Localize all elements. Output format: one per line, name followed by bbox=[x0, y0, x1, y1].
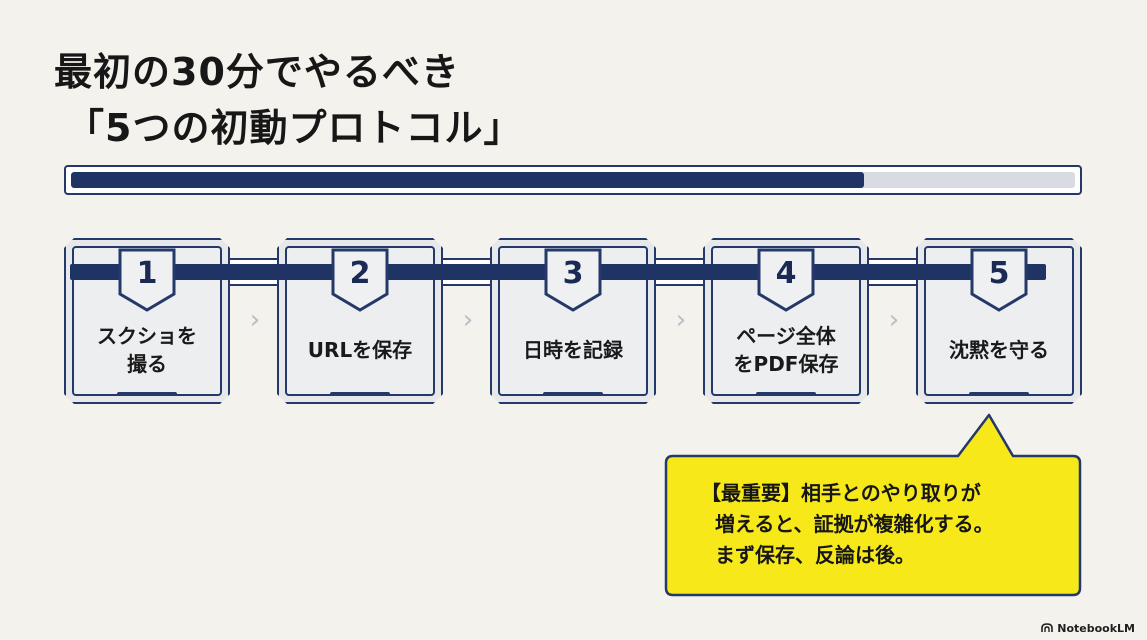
chevron-right-icon: › bbox=[888, 305, 900, 335]
card-accent bbox=[756, 392, 816, 396]
badge-shield-icon bbox=[118, 248, 176, 312]
step-label-4: ページ全体 をPDF保存 bbox=[733, 324, 839, 376]
title-line-1: 最初の30分でやるべき bbox=[54, 50, 460, 94]
callout-bubble bbox=[664, 413, 1082, 597]
chevron-right-icon: › bbox=[675, 305, 687, 335]
card-accent bbox=[117, 392, 177, 396]
step-number: 1 bbox=[136, 256, 158, 291]
chevron-right-icon: › bbox=[249, 305, 261, 335]
callout-line-3: まず保存、反論は後。 bbox=[715, 543, 915, 567]
step-number: 2 bbox=[349, 256, 371, 291]
step-number: 3 bbox=[562, 256, 584, 291]
chevron-right-icon: › bbox=[462, 305, 474, 335]
step-label-5: 沈黙を守る bbox=[949, 338, 1049, 362]
progress-fill bbox=[71, 172, 865, 188]
step-label-1: スクショを 撮る bbox=[97, 324, 197, 376]
step-badge-3: 3 bbox=[544, 248, 602, 312]
step-badge-1: 1 bbox=[118, 248, 176, 312]
card-accent bbox=[330, 392, 390, 396]
step-number: 5 bbox=[988, 256, 1010, 291]
callout-line-2: 増えると、証拠が複雑化する。 bbox=[715, 512, 994, 536]
step-number: 4 bbox=[775, 256, 797, 291]
badge-shield-icon bbox=[331, 248, 389, 312]
brand-name: NotebookLM bbox=[1057, 621, 1135, 635]
callout-line-1: 【最重要】相手とのやり取りが bbox=[701, 481, 981, 505]
step-label-3: 日時を記録 bbox=[523, 338, 623, 362]
page-title: 最初の30分でやるべき 「5つの初動プロトコル」 bbox=[54, 44, 522, 156]
notebooklm-logo-icon bbox=[1041, 623, 1054, 632]
badge-shield-icon bbox=[544, 248, 602, 312]
title-line-2: 「5つの初動プロトコル」 bbox=[66, 106, 523, 150]
step-badge-4: 4 bbox=[757, 248, 815, 312]
card-accent bbox=[543, 392, 603, 396]
top-progress-bar bbox=[64, 165, 1082, 195]
badge-shield-icon bbox=[757, 248, 815, 312]
progress-track bbox=[71, 172, 1075, 188]
step-label-2: URLを保存 bbox=[307, 338, 413, 362]
step-badge-2: 2 bbox=[331, 248, 389, 312]
badge-shield-icon bbox=[970, 248, 1028, 312]
card-accent bbox=[969, 392, 1029, 396]
callout-text: 【最重要】相手とのやり取りが 増えると、証拠が複雑化する。 まず保存、反論は後。 bbox=[701, 478, 1071, 571]
key-point-callout: 【最重要】相手とのやり取りが 増えると、証拠が複雑化する。 まず保存、反論は後。 bbox=[663, 412, 1083, 598]
step-badge-5: 5 bbox=[970, 248, 1028, 312]
brand-watermark: NotebookLM bbox=[1041, 620, 1135, 636]
